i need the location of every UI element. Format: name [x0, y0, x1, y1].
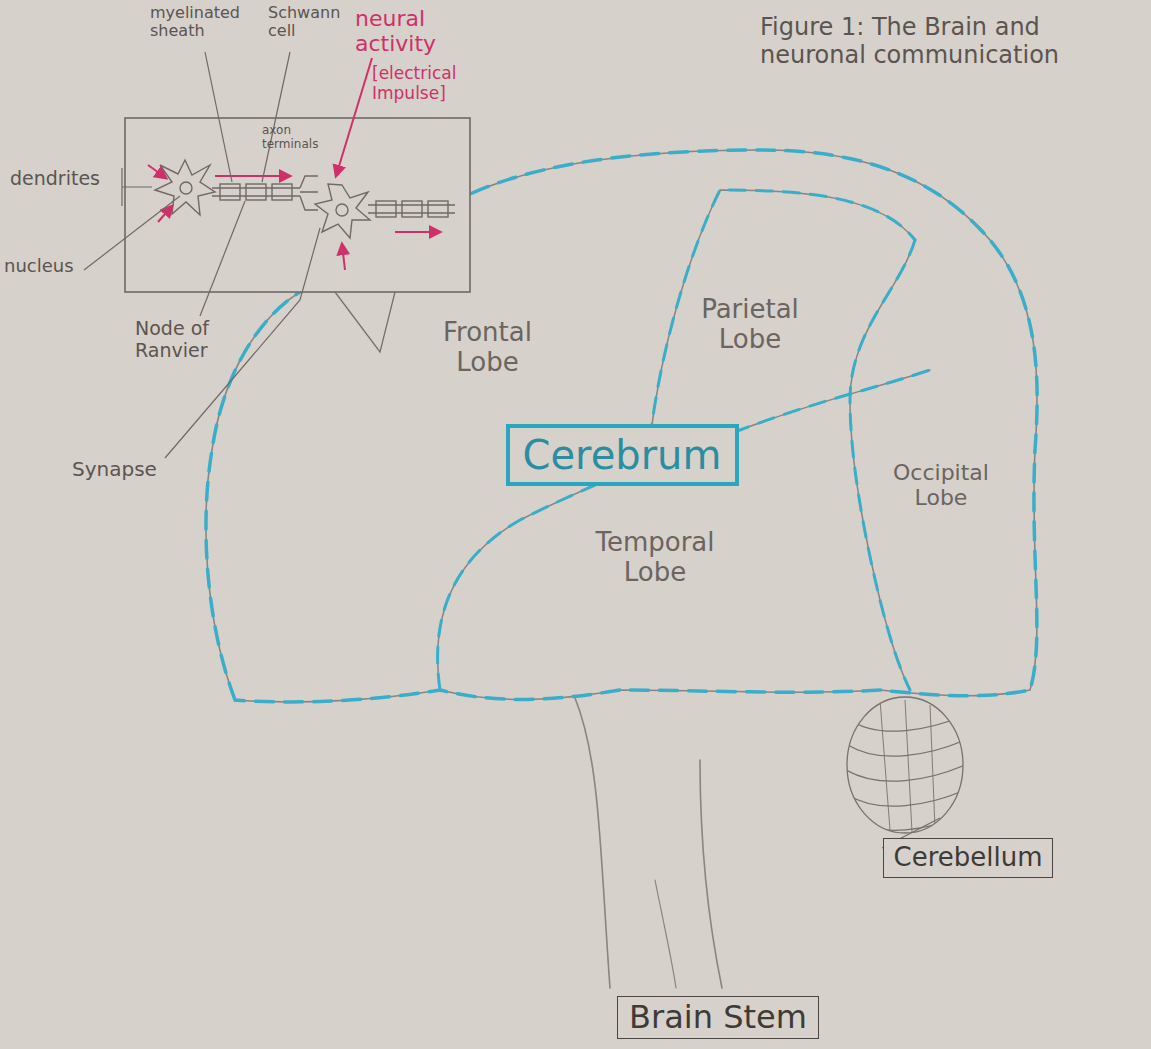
- label-text: Frontal Lobe: [443, 317, 532, 377]
- axon: [212, 188, 300, 196]
- inset-frame: [125, 118, 470, 292]
- label-text: Node of Ranvier: [135, 317, 209, 361]
- lobe-label: Frontal Lobe: [425, 318, 550, 378]
- part-label: dendrites: [10, 168, 120, 190]
- fold: [848, 790, 965, 806]
- axon: [368, 205, 455, 213]
- brain-stem-outline: [655, 880, 676, 988]
- fold: [846, 765, 965, 781]
- fold: [850, 715, 965, 731]
- label-text: neural activity: [355, 6, 436, 56]
- label-text: Synapse: [72, 457, 157, 481]
- impulse-arrow: [158, 206, 172, 222]
- part-label: Node of Ranvier: [135, 318, 235, 362]
- structure-box: Cerebrum: [506, 424, 739, 486]
- myelin-segment: [402, 201, 422, 217]
- lobe-label: Temporal Lobe: [580, 528, 730, 588]
- annotation: [electrical Impulse]: [372, 64, 497, 103]
- part-label: nucleus: [4, 256, 94, 277]
- myelin-segment: [246, 184, 266, 200]
- leader-line: [200, 201, 245, 316]
- box-label: Brain Stem: [628, 999, 808, 1036]
- leader-line: [262, 52, 290, 182]
- label-text: axon terminals: [262, 123, 318, 151]
- impulse-arrow: [148, 165, 166, 178]
- leader-lines: [84, 52, 320, 458]
- structure-box: Brain Stem: [617, 996, 819, 1039]
- structure-box: Cerebellum: [883, 838, 1053, 878]
- myelin-segment: [376, 201, 396, 217]
- impulse-arrow: [395, 231, 440, 233]
- cerebellum-outline: [847, 697, 963, 833]
- cerebellum-folds: [846, 700, 965, 832]
- fold-hatching: [880, 700, 935, 832]
- leader-line: [84, 196, 180, 270]
- label-text: Parietal Lobe: [701, 294, 799, 354]
- label-text: Schwann cell: [268, 3, 340, 40]
- cell-body: [155, 160, 215, 215]
- nucleus-symbol: [336, 204, 348, 216]
- part-label: myelinated sheath: [150, 4, 262, 41]
- label-text: nucleus: [4, 255, 74, 276]
- impulse-arrow: [342, 244, 345, 270]
- fold: [852, 815, 962, 830]
- lobe-boundary-dashes: [438, 370, 930, 690]
- leader-line: [205, 52, 232, 182]
- leader-bracket: [122, 168, 152, 206]
- neuron-drawing: [155, 160, 455, 238]
- label-text: [electrical Impulse]: [372, 63, 457, 103]
- part-label: Synapse: [72, 458, 172, 481]
- figure-title: Figure 1: The Brain and neuronal communi…: [760, 14, 1145, 69]
- myelin-segment: [428, 201, 448, 217]
- annotation: neural activity: [355, 6, 470, 57]
- label-text: Occipital Lobe: [893, 460, 989, 510]
- fold: [848, 740, 965, 756]
- callout-pointer: [335, 292, 395, 352]
- myelin-segment: [272, 184, 292, 200]
- label-text: myelinated sheath: [150, 3, 240, 40]
- nucleus-symbol: [180, 182, 192, 194]
- brain-stem-outline: [575, 698, 610, 988]
- lobe-label: Parietal Lobe: [680, 295, 820, 355]
- brain-stem-outline: [700, 760, 722, 988]
- cerebellum-drawing: [846, 697, 965, 848]
- myelin-segment: [220, 184, 240, 200]
- label-text: Temporal Lobe: [595, 527, 714, 587]
- cell-body: [315, 184, 370, 238]
- lobe-label: Occipital Lobe: [866, 460, 1016, 511]
- part-label: axon terminals: [262, 124, 332, 152]
- box-label: Cerebellum: [892, 843, 1044, 873]
- part-label: Schwann cell: [268, 4, 348, 41]
- title-text: Figure 1: The Brain and neuronal communi…: [760, 13, 1059, 69]
- impulse-arrow: [336, 58, 372, 176]
- lobe-boundary: [438, 370, 930, 690]
- box-label: Cerebrum: [522, 432, 723, 478]
- impulse-arrow: [215, 175, 290, 177]
- label-text: dendrites: [10, 167, 100, 189]
